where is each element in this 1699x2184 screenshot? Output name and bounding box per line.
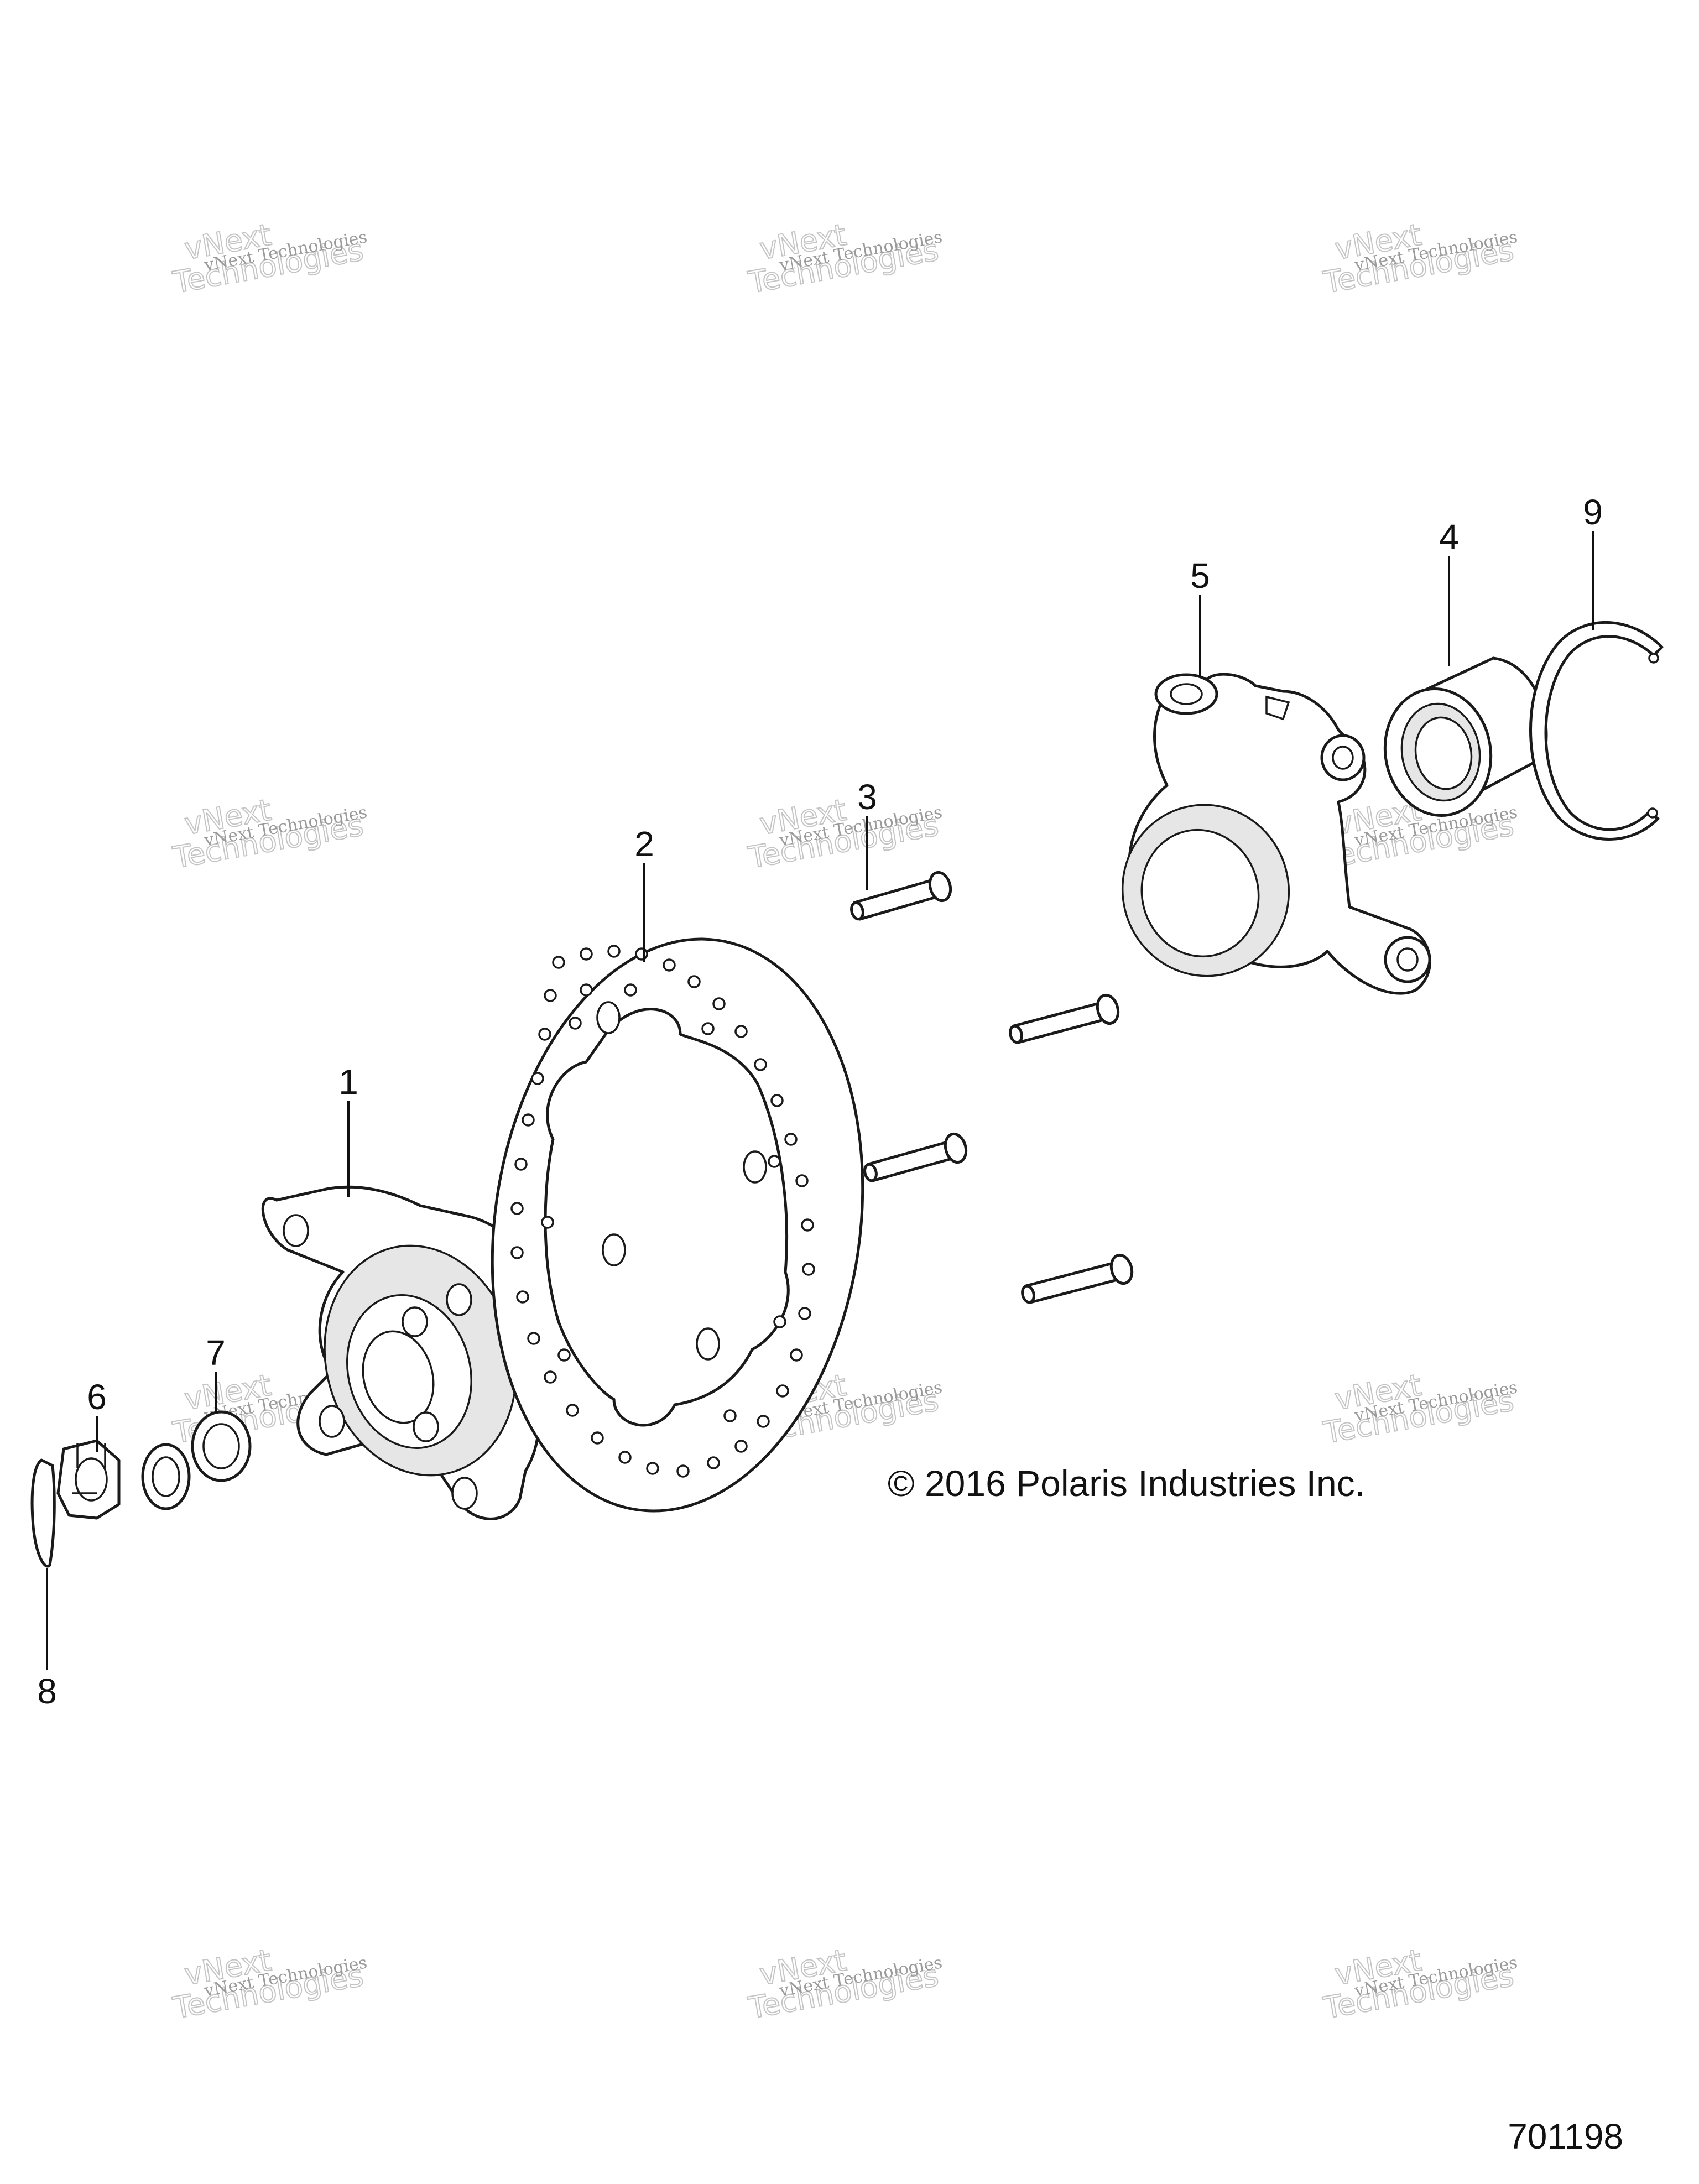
part-castle-nut[interactable]: [56, 1439, 121, 1520]
callout-3[interactable]: 3: [857, 777, 877, 817]
watermark: vNext Technologies vNext Technologies: [170, 792, 368, 876]
disc-holes: [510, 945, 815, 1478]
callout-2[interactable]: 2: [634, 824, 654, 864]
watermark: vNext Technologies vNext Technologies: [745, 217, 944, 301]
diagram-id: 701198: [1508, 2117, 1623, 2156]
watermark: vNext Technologies vNext Technologies: [745, 792, 944, 876]
part-brake-disc[interactable]: [457, 915, 898, 1535]
callout-9[interactable]: 9: [1583, 492, 1603, 532]
part-washer[interactable]: [141, 1410, 252, 1510]
callout-1[interactable]: 1: [338, 1062, 358, 1102]
part-bearing-carrier[interactable]: [1103, 673, 1431, 995]
watermark: vNext Technologies vNext Technologies: [1320, 1367, 1519, 1451]
leader-lines: [46, 531, 1594, 1670]
part-retaining-ring[interactable]: [1529, 621, 1664, 841]
callout-labels: 1 2 3 4 5 6 7 8 9: [37, 492, 1603, 1711]
wheel-stud: [863, 1132, 968, 1182]
part-cotter-pin[interactable]: [30, 1458, 56, 1568]
callout-8[interactable]: 8: [37, 1671, 57, 1711]
watermark: vNext Technologies vNext Technologies: [170, 217, 368, 301]
part-wheel-studs[interactable]: [850, 870, 1135, 1304]
watermark: vNext Technologies vNext Technologies: [170, 1942, 368, 2026]
callout-4[interactable]: 4: [1439, 517, 1459, 557]
wheel-stud: [1021, 1253, 1134, 1304]
callout-5[interactable]: 5: [1190, 556, 1210, 596]
watermark: vNext Technologies vNext Technologies: [745, 1942, 944, 2026]
wheel-stud: [1009, 993, 1120, 1044]
watermark: vNext Technologies vNext Technologies: [1320, 1942, 1519, 2026]
callout-7[interactable]: 7: [206, 1333, 226, 1373]
watermark: vNext Technologies vNext Technologies: [1320, 217, 1519, 301]
callout-6[interactable]: 6: [87, 1377, 107, 1417]
wheel-stud: [850, 871, 952, 921]
copyright-notice: © 2016 Polaris Industries Inc.: [888, 1463, 1365, 1504]
